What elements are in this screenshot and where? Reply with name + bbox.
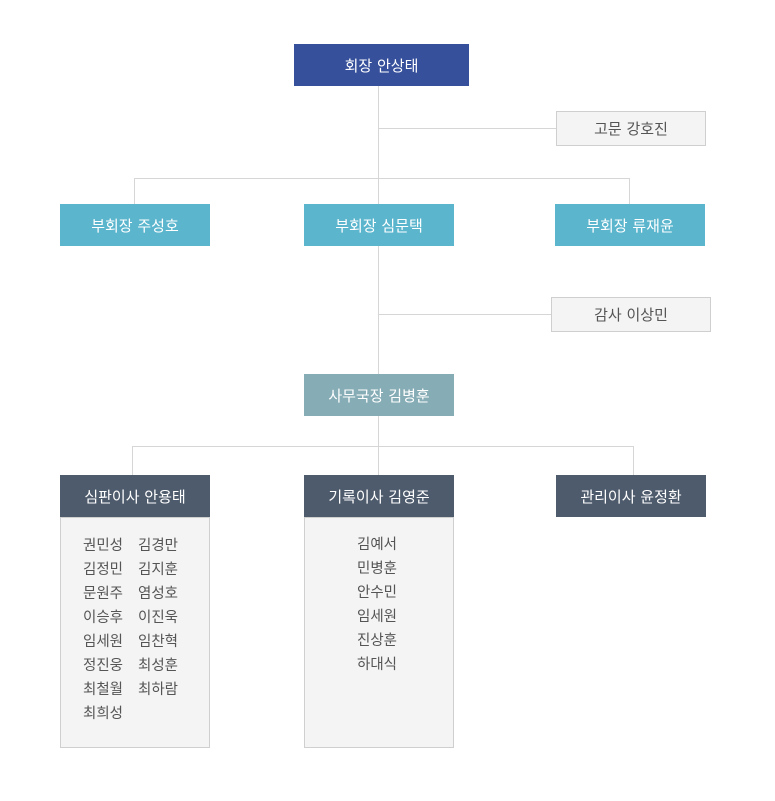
list-item: 임찬혁 bbox=[138, 634, 179, 650]
list-item: 이승후 bbox=[83, 610, 124, 626]
referee-members-col2: 김경만 김지훈 염성호 이진욱 임찬혁 최성훈 최하람 bbox=[138, 534, 178, 702]
director-box-management: 관리이사 윤정환 bbox=[556, 475, 706, 517]
list-item: 김정민 bbox=[83, 562, 124, 578]
list-item: 최성훈 bbox=[138, 658, 179, 674]
list-item: 김경만 bbox=[138, 538, 179, 554]
list-item: 염성호 bbox=[138, 586, 179, 602]
chairman-box: 회장 안상태 bbox=[294, 44, 469, 86]
records-members-panel bbox=[304, 517, 454, 748]
list-item: 진상훈 bbox=[357, 633, 398, 649]
connector-vp-right bbox=[629, 178, 630, 204]
referee-members-panel bbox=[60, 517, 210, 748]
connector-vp-horizontal bbox=[134, 178, 630, 179]
connector-vp-left bbox=[134, 178, 135, 204]
connector-main-vertical bbox=[378, 86, 379, 475]
vice-president-box-3: 부회장 류재윤 bbox=[555, 204, 705, 246]
connector-director-left bbox=[132, 446, 133, 475]
list-item: 문원주 bbox=[83, 586, 124, 602]
vice-president-box-1: 부회장 주성호 bbox=[60, 204, 210, 246]
list-item: 민병훈 bbox=[357, 561, 398, 577]
director-box-referee: 심판이사 안용태 bbox=[60, 475, 210, 517]
director-box-records: 기록이사 김영준 bbox=[304, 475, 454, 517]
advisor-box: 고문 강호진 bbox=[556, 111, 706, 146]
list-item: 최희성 bbox=[83, 706, 124, 722]
connector-auditor bbox=[379, 314, 551, 315]
list-item: 최하람 bbox=[138, 682, 179, 698]
referee-members-col1: 권민성 김정민 문원주 이승후 임세원 정진웅 최철월 최희성 bbox=[83, 534, 123, 726]
secretary-general-box: 사무국장 김병훈 bbox=[304, 374, 454, 416]
vice-president-box-2: 부회장 심문택 bbox=[304, 204, 454, 246]
list-item: 임세원 bbox=[357, 609, 398, 625]
list-item: 안수민 bbox=[357, 585, 398, 601]
list-item: 권민성 bbox=[83, 538, 124, 554]
auditor-box: 감사 이상민 bbox=[551, 297, 711, 332]
list-item: 최철월 bbox=[83, 682, 124, 698]
list-item: 김지훈 bbox=[138, 562, 179, 578]
list-item: 하대식 bbox=[357, 657, 398, 673]
list-item: 임세원 bbox=[83, 634, 124, 650]
records-members-col1: 김예서 민병훈 안수민 임세원 진상훈 하대식 bbox=[357, 533, 397, 677]
connector-director-right bbox=[633, 446, 634, 475]
list-item: 정진웅 bbox=[83, 658, 124, 674]
connector-director-horizontal bbox=[132, 446, 634, 447]
list-item: 이진욱 bbox=[138, 610, 179, 626]
connector-advisor bbox=[379, 128, 556, 129]
list-item: 김예서 bbox=[357, 537, 398, 553]
